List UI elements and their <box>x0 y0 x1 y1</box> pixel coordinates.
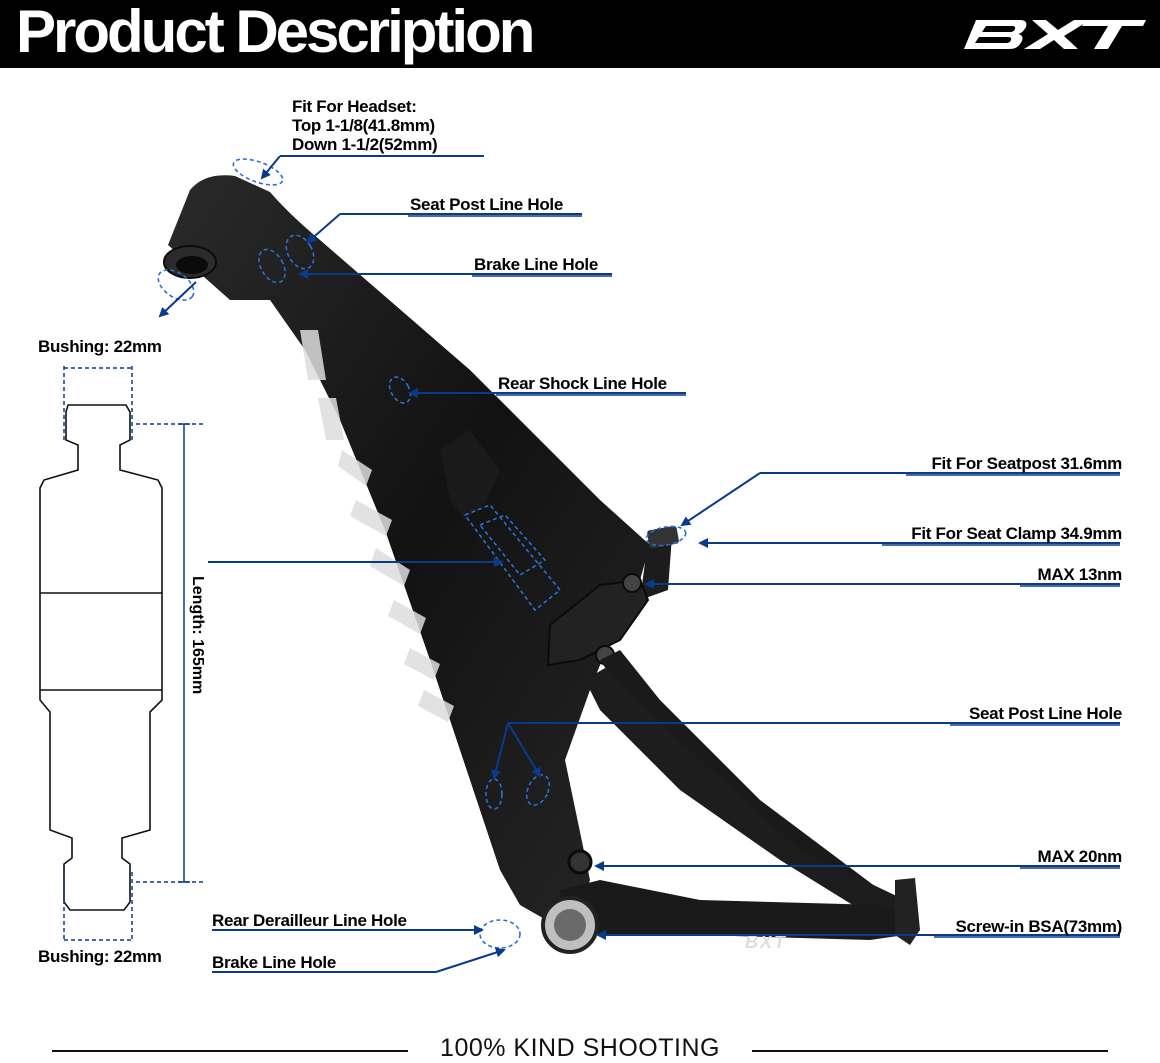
rocker-link <box>546 578 650 667</box>
label-bushing-bottom: Bushing: 22mm <box>38 947 162 966</box>
label-max-20nm: MAX 20nm <box>1037 847 1122 866</box>
headset-heading: Fit For Headset: <box>292 97 417 116</box>
bxt-logo <box>964 20 1146 49</box>
rear-shock-drawing <box>39 404 163 911</box>
footer-rule-left <box>52 1050 408 1052</box>
front-triangle <box>168 175 650 926</box>
page-title: Product Description <box>16 0 535 65</box>
label-brake-line-hole-bottom: Brake Line Hole <box>212 953 336 972</box>
label-rear-shock-line-hole: Rear Shock Line Hole <box>498 374 667 393</box>
headset-spec: Fit For Headset: Top 1-1/8(41.8mm) Down … <box>292 97 438 154</box>
label-max-13nm: MAX 13nm <box>1037 565 1122 584</box>
label-fit-seatpost: Fit For Seatpost 31.6mm <box>931 454 1122 473</box>
hole-markers <box>157 158 687 949</box>
length-dimension <box>136 423 206 883</box>
footer-caption: 100% KIND SHOOTING <box>440 1034 720 1062</box>
shock-position-outline <box>463 504 562 612</box>
label-fit-seat-clamp: Fit For Seat Clamp 34.9mm <box>911 524 1122 543</box>
length-label: Length: 165mm <box>189 576 206 694</box>
svg-text:BXT: BXT <box>745 932 787 952</box>
footer-rule-right <box>752 1050 1108 1052</box>
label-rear-derailleur-line-hole: Rear Derailleur Line Hole <box>212 911 407 930</box>
bushing-dimensions <box>63 366 133 942</box>
label-seat-post-line-hole-top: Seat Post Line Hole <box>410 195 564 214</box>
callout-lines <box>158 155 1120 973</box>
header-bar: Product Description <box>0 0 1160 68</box>
label-screw-in-bsa: Screw-in BSA(73mm) <box>955 917 1122 936</box>
headset-top: Top 1-1/8(41.8mm) <box>292 116 435 135</box>
frame-diagram: BXT <box>39 155 1120 973</box>
label-brake-line-hole-top: Brake Line Hole <box>474 255 598 274</box>
bike-frame: BXT <box>163 175 920 954</box>
label-seat-post-line-hole-lower: Seat Post Line Hole <box>968 704 1122 723</box>
headset-down: Down 1-1/2(52mm) <box>292 135 438 154</box>
label-bushing-top: Bushing: 22mm <box>38 337 162 356</box>
